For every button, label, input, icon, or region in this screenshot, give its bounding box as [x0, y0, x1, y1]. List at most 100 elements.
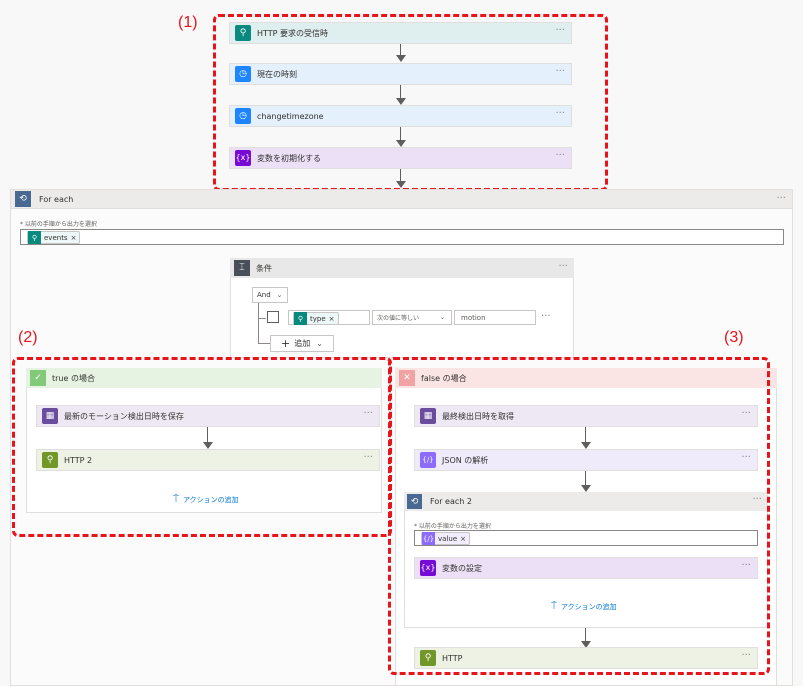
- more-menu-icon[interactable]: ···: [363, 408, 373, 419]
- foreach-field-label: * 以前の手順から出力を選択: [20, 221, 97, 228]
- more-menu-icon[interactable]: ···: [555, 108, 565, 119]
- more-menu-icon[interactable]: ···: [555, 25, 565, 36]
- operand-value: motion: [461, 313, 486, 322]
- loop-icon: ⟲: [15, 191, 31, 207]
- flow-arrow: [396, 169, 406, 188]
- false-branch-header[interactable]: ✕ false の場合: [395, 368, 777, 388]
- globe-icon: ⚲: [42, 452, 58, 468]
- flow-arrow: [396, 44, 406, 62]
- step-init-variable[interactable]: {x} 変数を初期化する ···: [229, 147, 572, 169]
- step-label: 変数の設定: [442, 563, 482, 573]
- condition-icon: ⌶: [234, 260, 250, 276]
- token-remove-icon[interactable]: ×: [328, 314, 335, 323]
- json-icon: {/}: [420, 452, 436, 468]
- token-events[interactable]: ⚲ events ×: [27, 231, 81, 244]
- clock-icon: ◷: [235, 66, 251, 82]
- and-label: And: [257, 291, 271, 299]
- flow-arrow: [581, 427, 591, 449]
- more-menu-icon[interactable]: ···: [363, 452, 373, 463]
- step-set-variable[interactable]: {x} 変数の設定 ···: [414, 557, 758, 579]
- and-dropdown[interactable]: And ⌄: [252, 287, 288, 303]
- add-action-icon: ⍑: [173, 494, 179, 505]
- clock-icon: ◷: [235, 108, 251, 124]
- condition-right-operand[interactable]: motion: [454, 310, 536, 325]
- flow-arrow: [396, 127, 406, 147]
- annotation-box-3: [388, 357, 770, 675]
- token-type[interactable]: ⚲ type ×: [293, 312, 339, 325]
- step-label: 最終検出日時を取得: [442, 411, 514, 421]
- flow-arrow: [203, 427, 213, 449]
- step-label: changetimezone: [257, 111, 324, 121]
- more-menu-icon[interactable]: ···: [741, 560, 751, 571]
- step-http-2[interactable]: ⚲ HTTP 2 ···: [36, 449, 380, 471]
- annotation-label-2: (2): [18, 329, 38, 346]
- foreach-title: For each: [39, 194, 74, 204]
- condition-header[interactable]: ⌶ 条件 ···: [230, 258, 574, 278]
- true-add-action-button[interactable]: ⍑ アクションの追加: [173, 494, 239, 505]
- more-menu-icon[interactable]: ···: [776, 193, 786, 204]
- condition-tree-line: [258, 303, 259, 343]
- step-label: 最新のモーション検出日時を保存: [64, 411, 184, 421]
- foreach2-header[interactable]: ⟲ For each 2 ···: [404, 492, 768, 511]
- condition-tree-branch: [258, 318, 266, 319]
- foreach2-add-action-button[interactable]: ⍑ アクションの追加: [551, 601, 617, 612]
- globe-icon: ⚲: [420, 650, 436, 666]
- foreach-header[interactable]: ⟲ For each ···: [10, 189, 793, 209]
- loop-icon: ⟲: [407, 494, 422, 509]
- step-label: HTTP 要求の受信時: [257, 28, 329, 38]
- true-branch-header[interactable]: ✓ true の場合: [26, 368, 382, 388]
- condition-tree-branch: [258, 343, 270, 344]
- add-action-label: アクションの追加: [183, 495, 239, 504]
- flow-arrow: [396, 85, 406, 105]
- more-menu-icon[interactable]: ···: [741, 408, 751, 419]
- more-menu-icon[interactable]: ···: [555, 150, 565, 161]
- annotation-box-2: [12, 357, 392, 537]
- row-more-icon[interactable]: ···: [541, 311, 551, 322]
- add-condition-button[interactable]: + 追加 ⌄: [270, 335, 334, 352]
- foreach2-title: For each 2: [430, 497, 472, 506]
- true-branch-title: true の場合: [52, 373, 95, 383]
- add-action-label: アクションの追加: [561, 602, 617, 611]
- step-label: HTTP 2: [64, 455, 93, 465]
- condition-title: 条件: [256, 263, 272, 273]
- globe-icon: ⚲: [294, 312, 307, 325]
- token-label: value: [438, 534, 458, 543]
- step-label: JSON の解析: [442, 455, 489, 465]
- step-http-request[interactable]: ⚲ HTTP 要求の受信時 ···: [229, 22, 572, 44]
- true-branch-panel: [26, 368, 382, 513]
- annotation-label-3: (3): [724, 329, 744, 346]
- condition-left-operand[interactable]: ⚲ type ×: [288, 310, 370, 325]
- foreach2-input[interactable]: {/} value ×: [414, 530, 758, 546]
- more-menu-icon[interactable]: ···: [741, 650, 751, 661]
- add-label: 追加: [294, 339, 311, 348]
- more-menu-icon[interactable]: ···: [555, 66, 565, 77]
- annotation-label-1: (1): [178, 14, 198, 31]
- chevron-down-icon: ⌄: [316, 339, 323, 348]
- token-value[interactable]: {/} value ×: [421, 532, 470, 545]
- token-remove-icon[interactable]: ×: [460, 534, 466, 543]
- step-current-time[interactable]: ◷ 現在の時刻 ···: [229, 63, 572, 85]
- step-parse-json[interactable]: {/} JSON の解析 ···: [414, 449, 758, 471]
- token-label: type: [310, 314, 326, 323]
- more-menu-icon[interactable]: ···: [558, 261, 568, 272]
- step-label: 変数を初期化する: [257, 153, 321, 163]
- step-http[interactable]: ⚲ HTTP ···: [414, 647, 758, 669]
- variable-icon: {x}: [420, 560, 436, 576]
- storage-icon: ▦: [420, 408, 436, 424]
- flow-arrow: [581, 628, 591, 648]
- row-checkbox[interactable]: [267, 311, 279, 323]
- step-label: 現在の時刻: [257, 69, 297, 79]
- chevron-down-icon: ⌄: [276, 291, 283, 299]
- token-remove-icon[interactable]: ×: [70, 233, 77, 242]
- condition-operator-dropdown[interactable]: 次の値に等しい ⌄: [372, 310, 452, 325]
- chevron-down-icon: ⌄: [439, 314, 445, 321]
- more-menu-icon[interactable]: ···: [741, 452, 751, 463]
- step-save-motion-time[interactable]: ▦ 最新のモーション検出日時を保存 ···: [36, 405, 380, 427]
- more-menu-icon[interactable]: ···: [752, 494, 762, 505]
- foreach-input[interactable]: ⚲ events ×: [20, 229, 784, 245]
- check-icon: ✓: [30, 370, 46, 386]
- step-label: HTTP: [442, 653, 463, 663]
- step-get-last-detection[interactable]: ▦ 最終検出日時を取得 ···: [414, 405, 758, 427]
- step-changetimezone[interactable]: ◷ changetimezone ···: [229, 105, 572, 127]
- variable-icon: {x}: [235, 150, 251, 166]
